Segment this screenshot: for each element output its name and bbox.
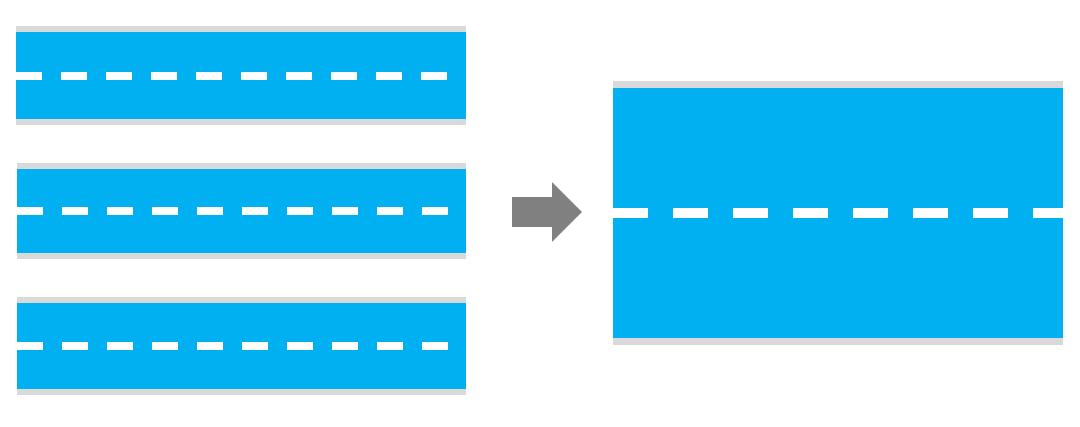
- dashed-lane-marking: [17, 207, 466, 215]
- dashed-lane-marking: [613, 208, 1063, 218]
- road-edge-bottom: [17, 253, 466, 259]
- road-edge-bottom: [16, 119, 466, 125]
- right-arrow-icon: [512, 182, 582, 242]
- road-edge-top: [16, 26, 466, 32]
- right-arrow-glyph: [512, 182, 582, 242]
- road-lane-1: [16, 26, 466, 125]
- dashed-lane-marking: [16, 71, 466, 80]
- road-lane-2: [17, 163, 466, 259]
- right-arrow-shape: [512, 182, 582, 242]
- road-edge-top: [17, 163, 466, 169]
- road-edge-top: [17, 297, 466, 303]
- road-merged: [613, 81, 1063, 345]
- road-edge-bottom: [17, 389, 466, 395]
- road-edge-top: [613, 81, 1063, 88]
- road-lane-3: [17, 297, 466, 395]
- road-edge-bottom: [613, 338, 1063, 345]
- dashed-lane-marking: [17, 342, 466, 350]
